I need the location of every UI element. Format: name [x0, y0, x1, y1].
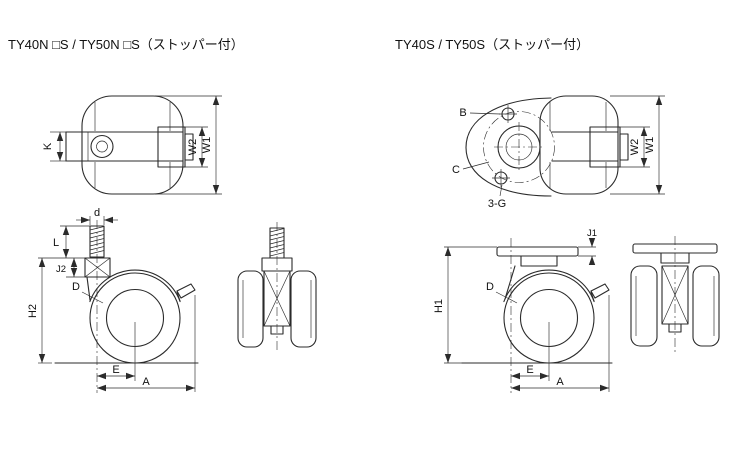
dim-K: K: [42, 131, 66, 162]
swivel-raceway: [520, 255, 558, 267]
dim-W2-stem: W2: [185, 126, 208, 168]
dim-D-stem: D: [72, 281, 104, 304]
dim-label-H2: H2: [27, 304, 39, 318]
dim-label-J2: J2: [56, 264, 66, 275]
dim-H2: H2: [27, 258, 52, 364]
dim-W1-plate: W1: [610, 95, 665, 195]
dim-label-D: D: [72, 281, 80, 293]
view-sideview-stem: d L J2 D H2 E: [27, 207, 199, 393]
dim-label-L: L: [53, 237, 59, 249]
dim-J1: J1: [578, 228, 597, 265]
dim-L: L: [38, 225, 90, 259]
dim-E-plate: E: [511, 322, 550, 381]
dim-3G: 3-G: [488, 184, 506, 210]
dim-A-stem: A: [97, 295, 196, 392]
dim-label-C: C: [452, 164, 460, 176]
dim-label-d: d: [94, 207, 100, 219]
dim-label-W2: W2: [629, 139, 641, 156]
dim-d: d: [76, 207, 118, 225]
dim-B: B: [459, 107, 501, 119]
kingpin-hole: [494, 122, 544, 172]
dim-label-H1: H1: [433, 299, 445, 313]
view-topview-plate: B C 3-G W2 W1: [452, 95, 665, 210]
wheel-body-outline: [81, 95, 184, 195]
dim-J2: J2: [56, 258, 85, 278]
plate-outline: [465, 97, 552, 197]
fork-housing: [551, 131, 619, 162]
center-housing: [661, 265, 689, 333]
dim-D-plate: D: [486, 281, 518, 304]
dim-label-W2: W2: [187, 139, 199, 156]
stopper-pedal-top: [157, 126, 194, 168]
threaded-stem: [89, 225, 105, 258]
dim-label-J1: J1: [587, 228, 597, 239]
dim-label-B: B: [459, 107, 466, 119]
stopper-lever: [590, 283, 610, 299]
dim-label-E: E: [112, 364, 119, 376]
dim-W1-stem: W1: [155, 95, 222, 195]
view-frontview-plate: [630, 236, 720, 352]
bolt-circle: [483, 111, 555, 183]
dim-label-E: E: [526, 364, 533, 376]
fork-housing: [65, 131, 184, 162]
dim-H1: H1: [433, 246, 497, 364]
dim-label-W1: W1: [201, 137, 213, 154]
title-stem-type: TY40N □S / TY50N □S（ストッパー付）: [8, 37, 244, 52]
dim-label-A: A: [142, 376, 150, 388]
view-topview-stem: K W2 W1: [42, 95, 222, 195]
stem-socket: [90, 134, 114, 159]
stem-boss: [84, 257, 111, 278]
bolt-hole-bottom: [492, 169, 510, 187]
dim-E-stem: E: [97, 322, 136, 381]
dim-label-W1: W1: [644, 137, 656, 154]
dim-label-3G: 3-G: [488, 198, 506, 210]
dim-label-A: A: [556, 376, 564, 388]
dim-A-plate: A: [511, 295, 610, 392]
dim-label-K: K: [42, 142, 54, 150]
view-frontview-stem: [237, 222, 317, 352]
bolt-hole-top: [499, 105, 517, 123]
dim-C: C: [452, 161, 490, 176]
twin-wheels-front: [630, 265, 720, 347]
swivel-raceway: [660, 252, 690, 264]
twin-wheels-front: [237, 270, 317, 348]
stopper-pedal-top: [589, 126, 629, 168]
view-sideview-plate: J1 D H1 E A: [433, 228, 613, 393]
stopper-lever: [176, 283, 196, 299]
swivel-fork: [503, 265, 595, 303]
dim-label-D: D: [486, 281, 494, 293]
center-housing: [263, 270, 291, 335]
mounting-plate: [496, 246, 579, 257]
dim-W2-plate: W2: [620, 126, 650, 168]
title-plate-type: TY40S / TY50S（ストッパー付）: [395, 37, 589, 52]
